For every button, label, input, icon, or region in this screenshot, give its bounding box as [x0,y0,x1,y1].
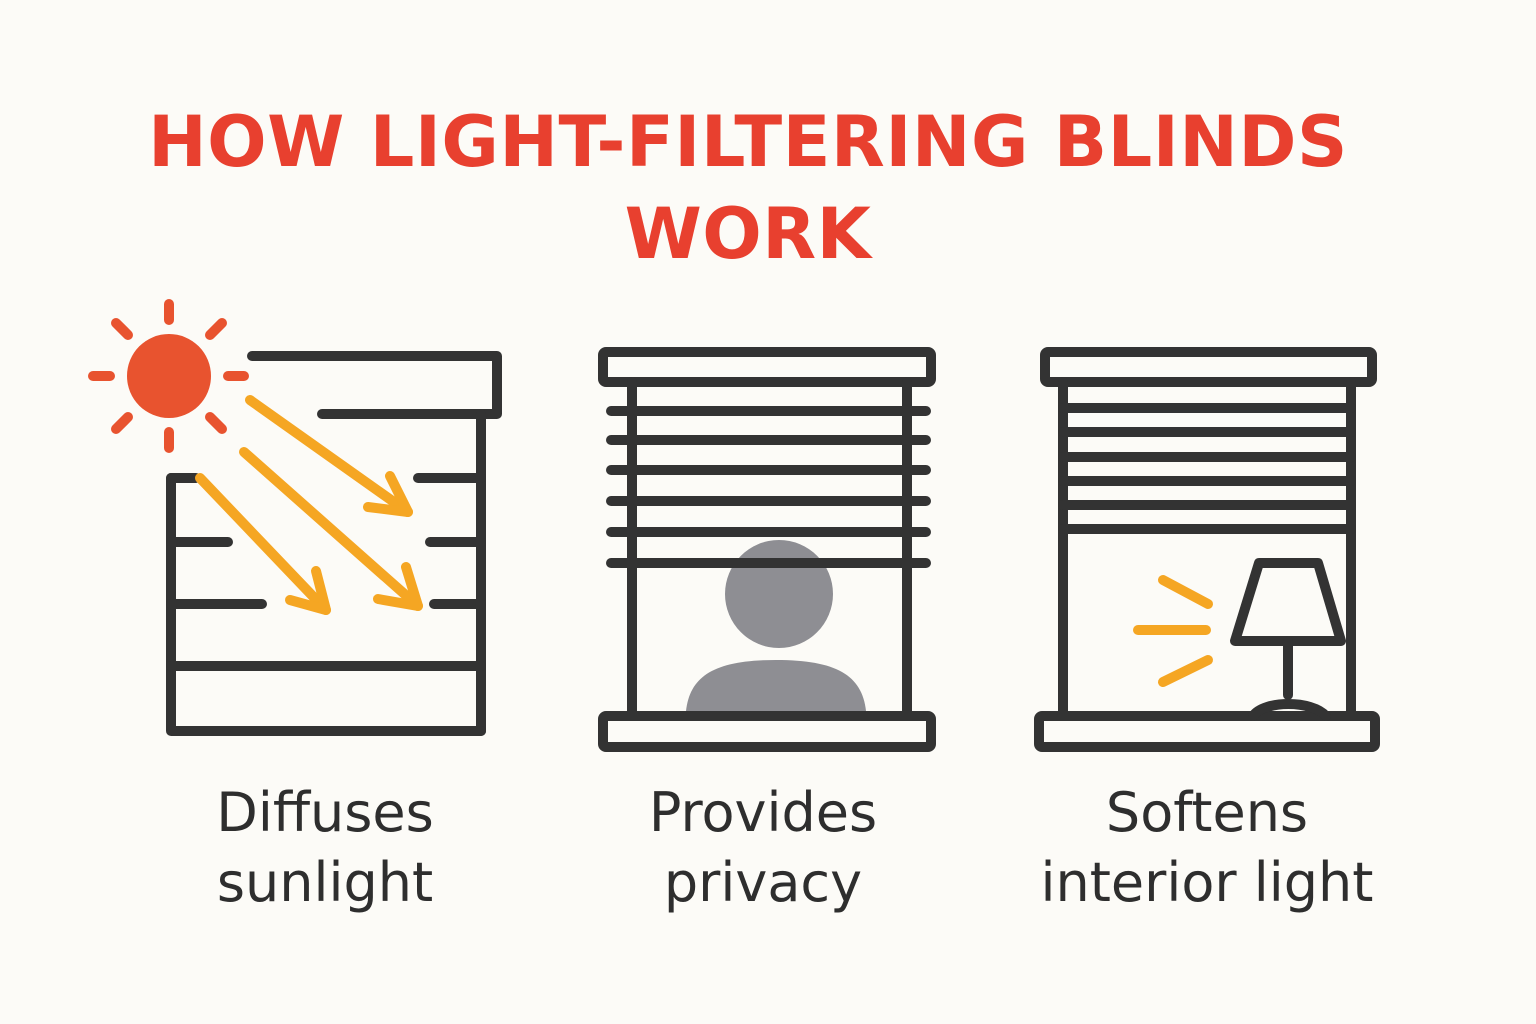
caption-diffuses-sunlight: Diffuses sunlight [95,778,555,918]
caption-line-1: Provides [648,781,878,844]
blind-icon [166,351,502,736]
panel-diffuses-sunlight [88,299,502,736]
lamp-light-rays-icon [1133,575,1213,687]
sunlight-arrows-icon [195,395,423,615]
title-line-2: WORK [624,193,872,275]
panel-softens-interior-light [1034,347,1380,752]
caption-line-1: Softens [1105,781,1309,844]
caption-line-2: interior light [1040,851,1374,914]
caption-line-2: sunlight [216,851,434,914]
page-title: HOW LIGHT-FILTERING BLINDS WORK [118,96,1378,280]
caption-provides-privacy: Provides privacy [533,778,993,918]
caption-line-1: Diffuses [216,781,434,844]
blind-icon [598,347,936,752]
caption-line-2: privacy [663,851,863,914]
panel-provides-privacy [598,347,936,752]
caption-softens-interior-light: Softens interior light [977,778,1437,918]
sun-icon [88,299,249,453]
blind-icon [1034,347,1380,752]
title-line-1: HOW LIGHT-FILTERING BLINDS [148,101,1348,183]
table-lamp-icon [1230,558,1346,721]
